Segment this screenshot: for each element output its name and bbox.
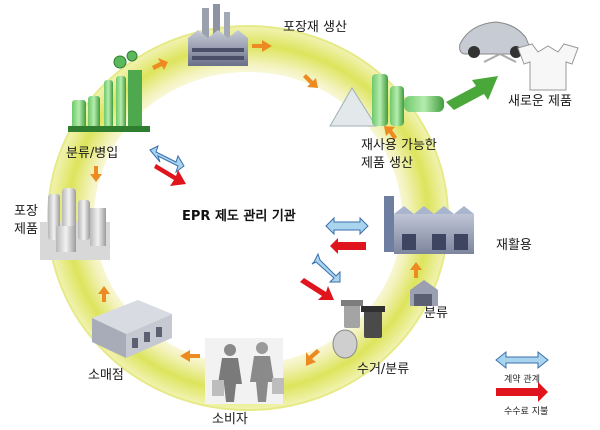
label-recycled-product-line2: 제품 생산	[361, 156, 413, 171]
fee-arrow-recycling	[330, 238, 366, 254]
legend-fee-arrow	[496, 382, 548, 402]
packaging-factory-icon	[188, 4, 248, 66]
cycle-arrow-7	[98, 286, 110, 302]
cycle-arrows	[90, 40, 422, 366]
recycling-plant-icon	[384, 196, 474, 254]
label-packaging-production: 포장재 생산	[283, 20, 347, 35]
legend-contract-arrow	[495, 350, 549, 370]
green-flow-arrow	[446, 76, 498, 110]
sorting-facility-icon	[410, 280, 438, 306]
label-packaged-product-line2: 제품	[14, 222, 38, 237]
cycle-arrow-9	[152, 58, 168, 70]
cycle-arrow-5	[306, 349, 320, 366]
collection-bins-icon	[332, 300, 385, 359]
center-title: EPR 제도 관리 기관	[182, 209, 296, 224]
cycle-arrow-8	[90, 166, 102, 182]
cycle-arrow-1	[252, 40, 272, 52]
new-products-icon	[459, 21, 579, 91]
cycle-arrow-2	[303, 74, 318, 88]
cycle-arrow-3	[384, 126, 397, 140]
label-packaged-product-line1: 포장	[14, 204, 38, 219]
legend-contract-label: 계약 관계	[504, 375, 540, 385]
recycled-production-icon	[329, 74, 444, 127]
retail-store-icon	[92, 300, 172, 358]
label-recycling: 재활용	[496, 238, 532, 253]
contract-arrow-bottling	[149, 145, 185, 174]
fee-arrow-bottling	[154, 164, 186, 186]
label-recycled-product-line1: 재사용 가능한	[361, 138, 437, 153]
legend-fee-label: 수수료 지불	[504, 407, 549, 417]
cycle-arrow-4	[410, 262, 422, 278]
label-consumer: 소비자	[212, 412, 248, 427]
bottling-machine-icon	[68, 50, 150, 132]
contract-arrow-recycling	[325, 216, 369, 236]
label-collection-sorting: 수거/분류	[357, 362, 410, 377]
label-sorting-right: 분류	[424, 306, 448, 321]
label-retail: 소매점	[88, 368, 124, 383]
fee-arrow-collection	[300, 278, 334, 300]
packaged-products-icon	[40, 188, 110, 260]
fee-arrows	[154, 164, 366, 300]
label-sorting-bottling: 분류/병입	[66, 146, 119, 161]
contract-arrows	[149, 145, 369, 283]
consumers-icon	[205, 338, 284, 404]
cycle-arrow-6	[180, 350, 200, 362]
label-new-product: 새로운 제품	[508, 94, 572, 109]
contract-arrow-collection	[311, 252, 341, 283]
